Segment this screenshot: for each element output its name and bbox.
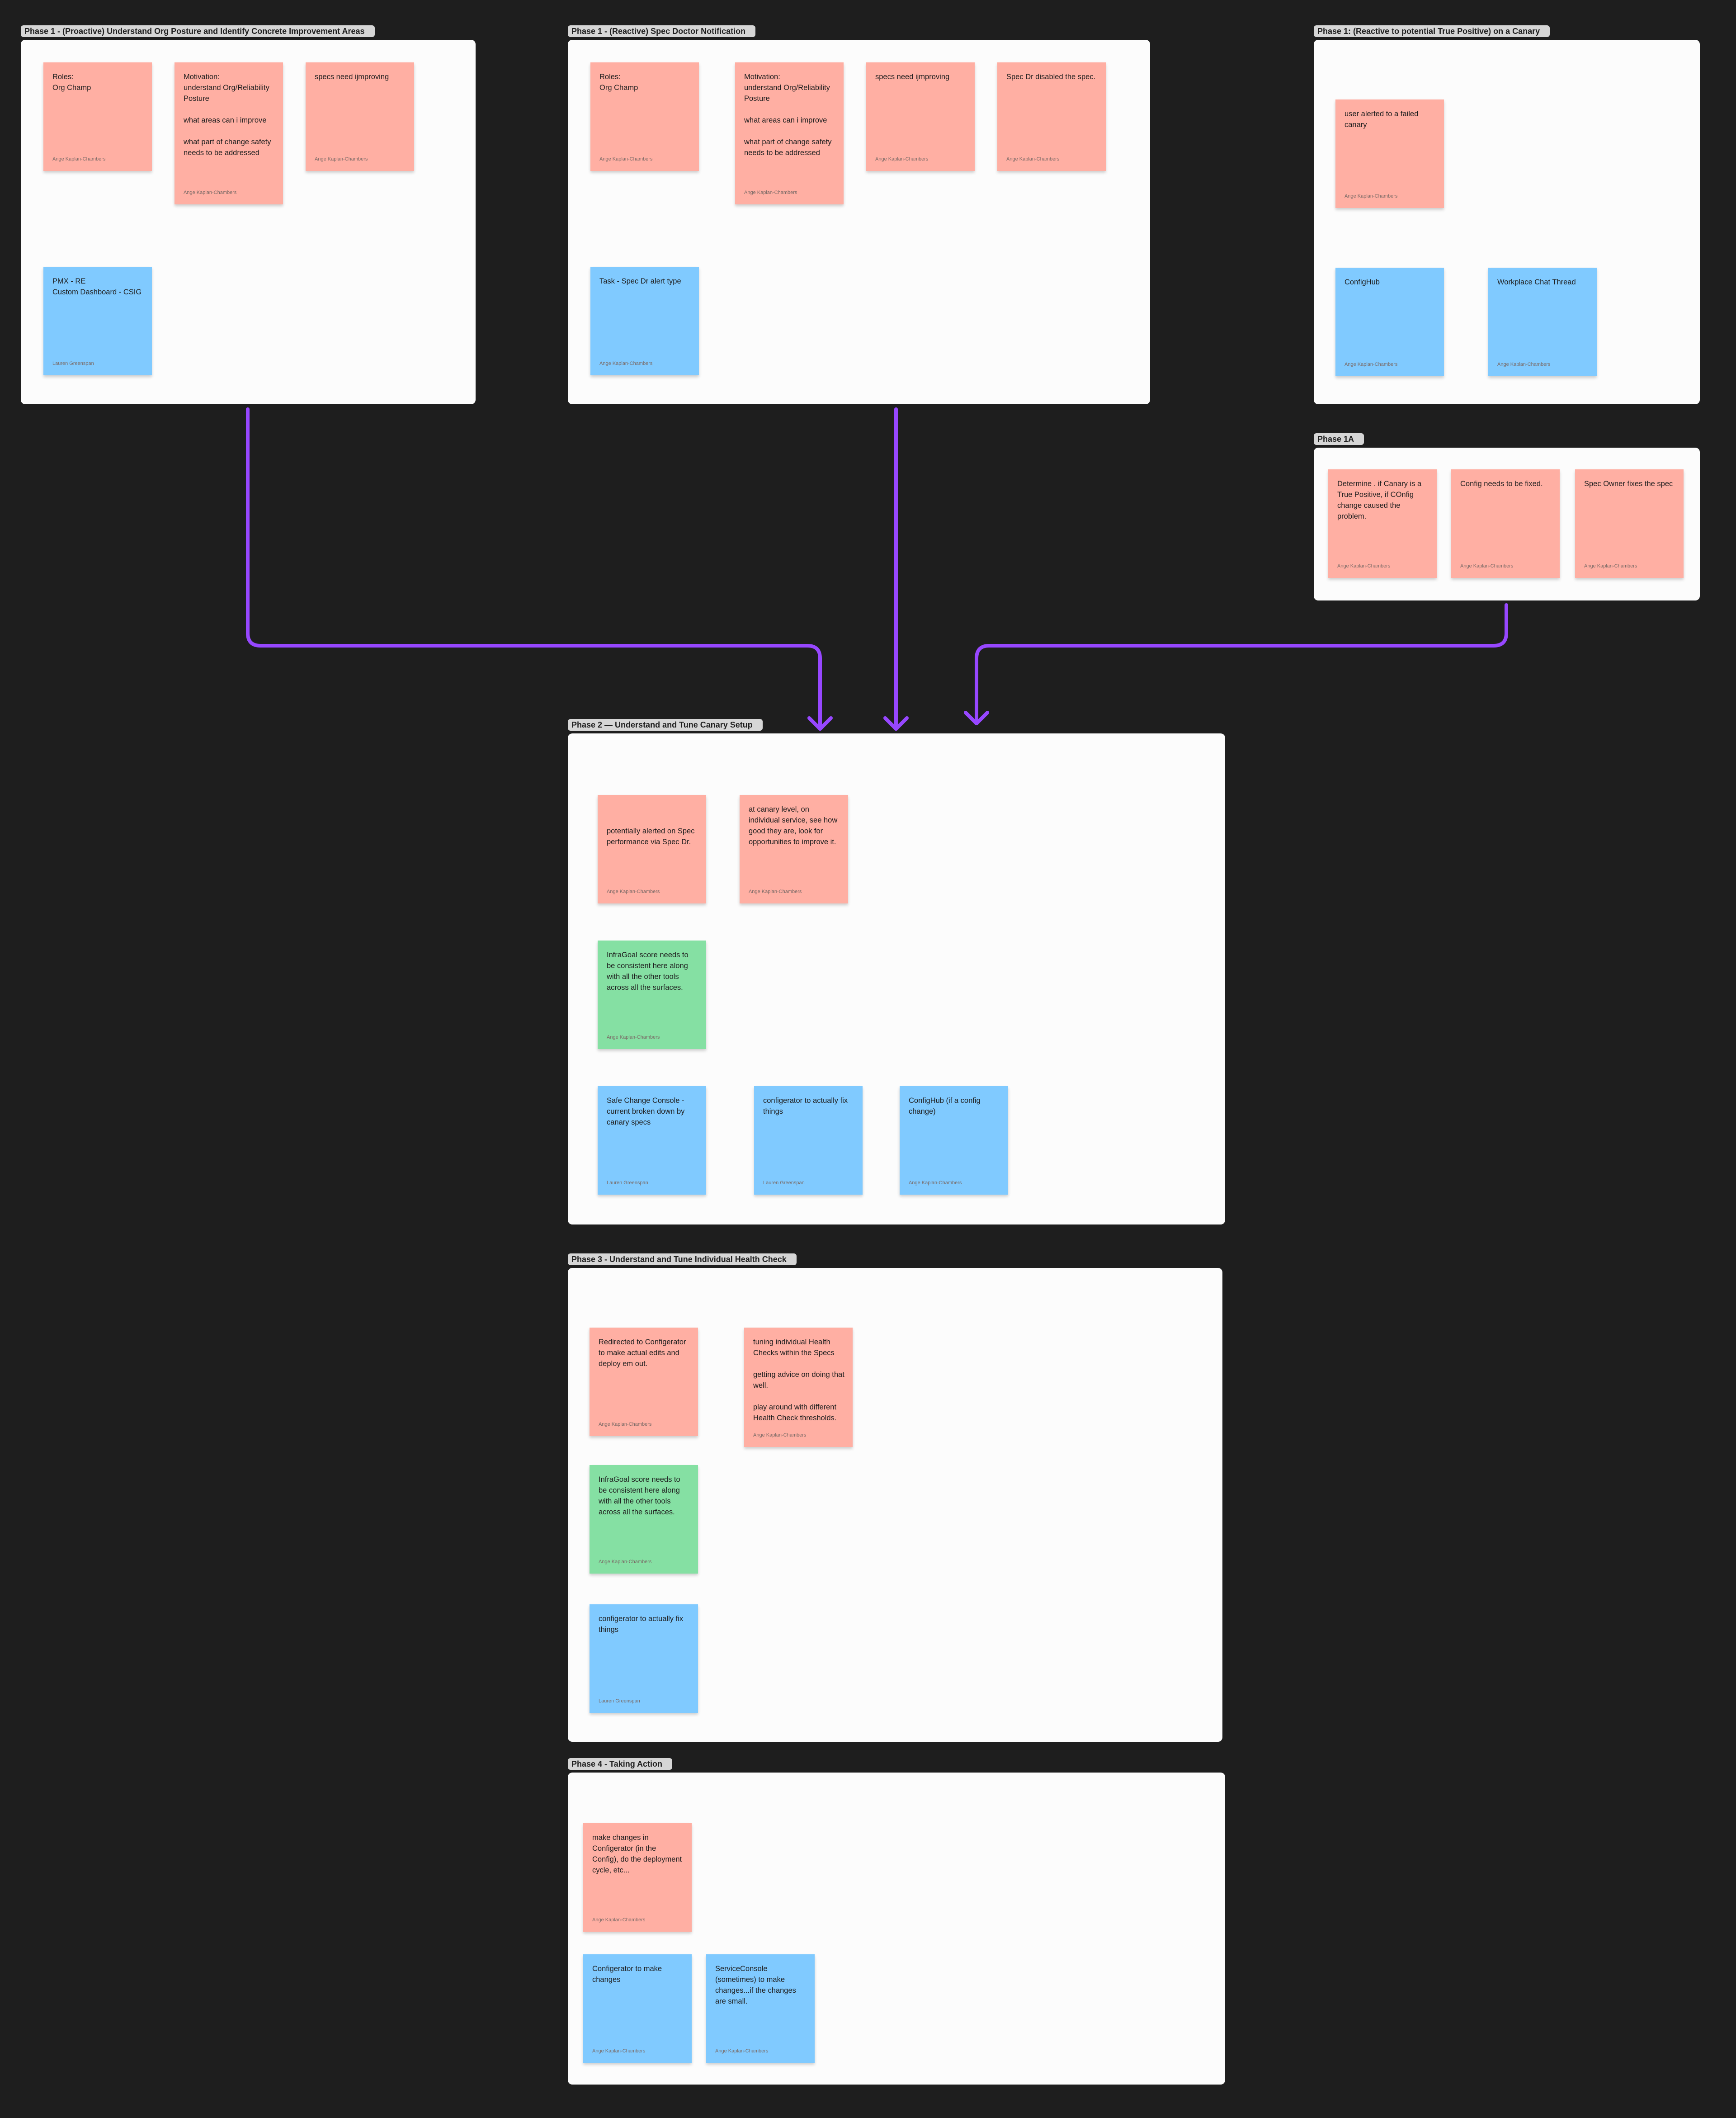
sticky-text: Spec Owner fixes the spec [1584, 480, 1673, 488]
sticky-author: Ange Kaplan-Chambers [1497, 362, 1551, 367]
sticky-author: Ange Kaplan-Chambers [607, 889, 660, 894]
sticky-author: Ange Kaplan-Chambers [592, 2048, 646, 2054]
sticky-author: Ange Kaplan-Chambers [599, 156, 653, 162]
sticky-text: configerator to actually fix things [763, 1097, 850, 1116]
sticky-note[interactable]: configerator to actually fix things Laur… [590, 1604, 698, 1713]
sticky-author: Ange Kaplan-Chambers [1584, 563, 1637, 569]
sticky-text: Spec Dr disabled the spec. [1006, 73, 1096, 81]
sticky-author: Ange Kaplan-Chambers [749, 889, 802, 894]
frame-label-phase2[interactable]: Phase 2 — Understand and Tune Canary Set… [568, 719, 763, 731]
sticky-note[interactable]: potentially alerted on Spec performance … [598, 795, 706, 903]
sticky-text: Redirected to Configerator to make actua… [599, 1338, 689, 1368]
sticky-author: Ange Kaplan-Chambers [1344, 362, 1398, 367]
frame-label-phase1-canary[interactable]: Phase 1: (Reactive to potential True Pos… [1314, 25, 1550, 37]
sticky-note[interactable]: Roles: Org Champ Ange Kaplan-Chambers [590, 62, 699, 171]
sticky-text: potentially alerted on Spec performance … [607, 827, 697, 846]
sticky-text: InfraGoal score needs to be consistent h… [607, 951, 691, 992]
sticky-note[interactable]: InfraGoal score needs to be consistent h… [598, 941, 706, 1049]
sticky-text: Config needs to be fixed. [1460, 480, 1543, 488]
arrowhead-2 [883, 716, 909, 731]
sticky-note[interactable]: Motivation: understand Org/Reliability P… [175, 62, 283, 204]
sticky-author: Ange Kaplan-Chambers [592, 1917, 646, 1923]
sticky-note[interactable]: ServiceConsole (sometimes) to make chang… [706, 1954, 815, 2063]
sticky-text: Roles: Org Champ [52, 73, 91, 92]
sticky-text: Motivation: understand Org/Reliability P… [184, 73, 271, 157]
sticky-text: Roles: Org Champ [599, 73, 638, 92]
sticky-note[interactable]: Config needs to be fixed. Ange Kaplan-Ch… [1451, 469, 1560, 578]
sticky-note[interactable]: Safe Change Console - current broken dow… [598, 1086, 706, 1195]
sticky-note[interactable]: user alerted to a failed canary Ange Kap… [1335, 99, 1444, 208]
sticky-text: Configerator to make changes [592, 1965, 664, 1984]
sticky-note[interactable]: ConfigHub Ange Kaplan-Chambers [1335, 268, 1444, 376]
sticky-note[interactable]: specs need ijmproving Ange Kaplan-Chambe… [866, 62, 975, 171]
sticky-author: Ange Kaplan-Chambers [909, 1180, 962, 1186]
sticky-author: Ange Kaplan-Chambers [1344, 194, 1398, 199]
sticky-author: Ange Kaplan-Chambers [875, 156, 929, 162]
sticky-note[interactable]: Spec Dr disabled the spec. Ange Kaplan-C… [997, 62, 1106, 171]
sticky-author: Ange Kaplan-Chambers [315, 156, 368, 162]
sticky-author: Lauren Greenspan [607, 1180, 648, 1186]
connector-phase1-proactive-to-phase2 [246, 407, 822, 731]
sticky-text: PMX - RE Custom Dashboard - CSIG [52, 277, 142, 296]
sticky-text: specs need ijmproving [875, 73, 950, 81]
sticky-note[interactable]: InfraGoal score needs to be consistent h… [590, 1465, 698, 1574]
sticky-text: Determine . if Canary is a True Positive… [1337, 480, 1424, 520]
sticky-author: Ange Kaplan-Chambers [599, 361, 653, 366]
sticky-text: ConfigHub [1344, 278, 1380, 286]
sticky-note[interactable]: Redirected to Configerator to make actua… [590, 1328, 698, 1436]
sticky-text: make changes in Configerator (in the Con… [592, 1834, 684, 1874]
sticky-text: tuning individual Health Checks within t… [753, 1338, 844, 1422]
frame-label-phase3[interactable]: Phase 3 - Understand and Tune Individual… [568, 1253, 797, 1265]
sticky-note[interactable]: Spec Owner fixes the spec Ange Kaplan-Ch… [1575, 469, 1684, 578]
frame-label-phase1-proactive[interactable]: Phase 1 - (Proactive) Understand Org Pos… [21, 25, 375, 37]
sticky-author: Ange Kaplan-Chambers [1006, 156, 1060, 162]
arrowhead-3 [964, 711, 989, 725]
sticky-author: Ange Kaplan-Chambers [599, 1559, 652, 1565]
sticky-author: Ange Kaplan-Chambers [52, 156, 106, 162]
sticky-note[interactable]: make changes in Configerator (in the Con… [583, 1823, 692, 1932]
sticky-author: Ange Kaplan-Chambers [744, 190, 797, 195]
sticky-author: Lauren Greenspan [763, 1180, 805, 1186]
frame-label-phase1-reactive-spec-doctor[interactable]: Phase 1 - (Reactive) Spec Doctor Notific… [568, 25, 756, 37]
sticky-note[interactable]: Task - Spec Dr alert type Ange Kaplan-Ch… [590, 267, 699, 375]
sticky-author: Lauren Greenspan [52, 361, 94, 366]
sticky-text: ConfigHub (if a config change) [909, 1097, 983, 1116]
sticky-text: user alerted to a failed canary [1344, 110, 1420, 129]
sticky-note[interactable]: Determine . if Canary is a True Positive… [1328, 469, 1437, 578]
sticky-note[interactable]: Roles: Org Champ Ange Kaplan-Chambers [43, 62, 152, 171]
sticky-text: Motivation: understand Org/Reliability P… [744, 73, 832, 157]
sticky-text: Workplace Chat Thread [1497, 278, 1576, 286]
sticky-text: specs need ijmproving [315, 73, 389, 81]
sticky-note[interactable]: Motivation: understand Org/Reliability P… [735, 62, 844, 204]
sticky-note[interactable]: configerator to actually fix things Laur… [754, 1086, 863, 1195]
frame-label-phase4[interactable]: Phase 4 - Taking Action [568, 1758, 673, 1770]
sticky-author: Ange Kaplan-Chambers [607, 1035, 660, 1040]
sticky-note[interactable]: PMX - RE Custom Dashboard - CSIG Lauren … [43, 267, 152, 375]
sticky-text: ServiceConsole (sometimes) to make chang… [715, 1965, 798, 2005]
sticky-text: Task - Spec Dr alert type [599, 277, 681, 285]
sticky-text: Safe Change Console - current broken dow… [607, 1097, 687, 1126]
sticky-text: InfraGoal score needs to be consistent h… [599, 1475, 683, 1516]
sticky-author: Lauren Greenspan [599, 1698, 640, 1704]
sticky-note[interactable]: at canary level, on individual service, … [740, 795, 848, 903]
connector-phase1a-to-phase2 [975, 603, 1508, 725]
sticky-note[interactable]: tuning individual Health Checks within t… [744, 1328, 853, 1447]
sticky-text: at canary level, on individual service, … [749, 805, 840, 846]
frame-label-phase1a[interactable]: Phase 1A [1314, 433, 1364, 445]
sticky-author: Ange Kaplan-Chambers [599, 1422, 652, 1427]
sticky-author: Ange Kaplan-Chambers [1460, 563, 1514, 569]
sticky-note[interactable]: ConfigHub (if a config change) Ange Kapl… [900, 1086, 1008, 1195]
sticky-author: Ange Kaplan-Chambers [753, 1432, 807, 1438]
sticky-note[interactable]: Workplace Chat Thread Ange Kaplan-Chambe… [1488, 268, 1597, 376]
sticky-author: Ange Kaplan-Chambers [1337, 563, 1391, 569]
sticky-note[interactable]: specs need ijmproving Ange Kaplan-Chambe… [306, 62, 414, 171]
sticky-author: Ange Kaplan-Chambers [184, 190, 237, 195]
arrowhead-1 [807, 716, 833, 731]
sticky-note[interactable]: Configerator to make changes Ange Kaplan… [583, 1954, 692, 2063]
sticky-author: Ange Kaplan-Chambers [715, 2048, 769, 2054]
sticky-text: configerator to actually fix things [599, 1615, 685, 1634]
